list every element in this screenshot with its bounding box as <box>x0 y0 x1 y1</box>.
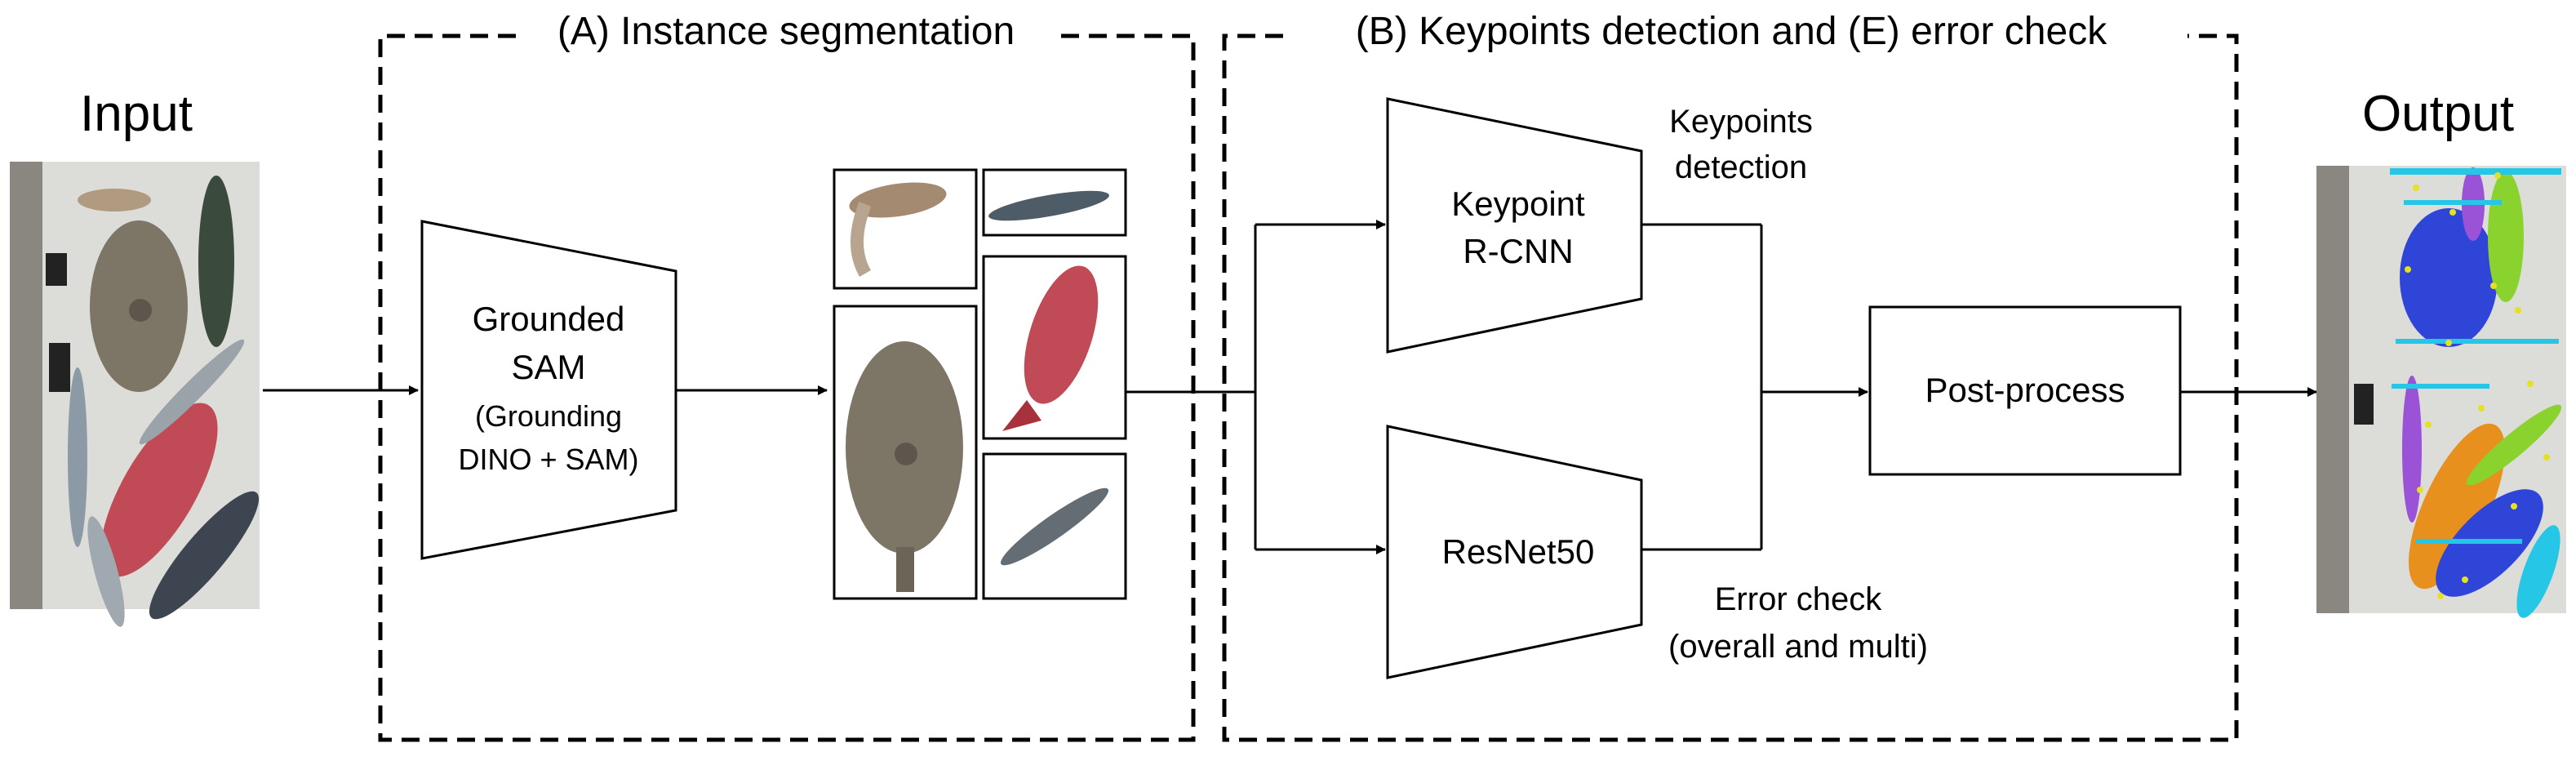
keypoint-rcnn-line2: R-CNN <box>1463 232 1573 270</box>
output-photo <box>2316 166 2566 618</box>
grounded-sam-block <box>420 220 677 560</box>
post-process-block <box>1868 305 2182 476</box>
resnet50-label: ResNet50 <box>1442 532 1595 571</box>
keypoints-detection-line1: Keypoints <box>1669 104 1813 140</box>
section-a-title: (A) Instance segmentation <box>557 10 1015 53</box>
keypoint-rcnn-block <box>1386 97 1643 354</box>
section-b-title: (B) Keypoints detection and (E) error ch… <box>1356 10 2107 53</box>
keypoints-detection-line2: detection <box>1675 149 1807 185</box>
section-a-frame <box>378 33 1196 742</box>
error-check-line1: Error check <box>1715 581 1882 617</box>
section-b-frame <box>1222 33 2239 742</box>
post-process-label: Post-process <box>1925 371 2125 409</box>
segmented-fish-crops <box>833 168 1127 600</box>
resnet50-block <box>1386 425 1643 679</box>
keypoint-rcnn-line1: Keypoint <box>1451 185 1585 223</box>
grounded-sam-line2: SAM <box>511 348 585 386</box>
input-label: Input <box>80 86 193 142</box>
output-label: Output <box>2362 86 2514 142</box>
grounded-sam-line1: Grounded <box>473 300 625 338</box>
grounded-sam-line4: DINO + SAM) <box>458 443 638 476</box>
grounded-sam-line3: (Grounding <box>475 399 622 433</box>
input-photo <box>10 162 260 627</box>
error-check-line2: (overall and multi) <box>1668 629 1928 665</box>
